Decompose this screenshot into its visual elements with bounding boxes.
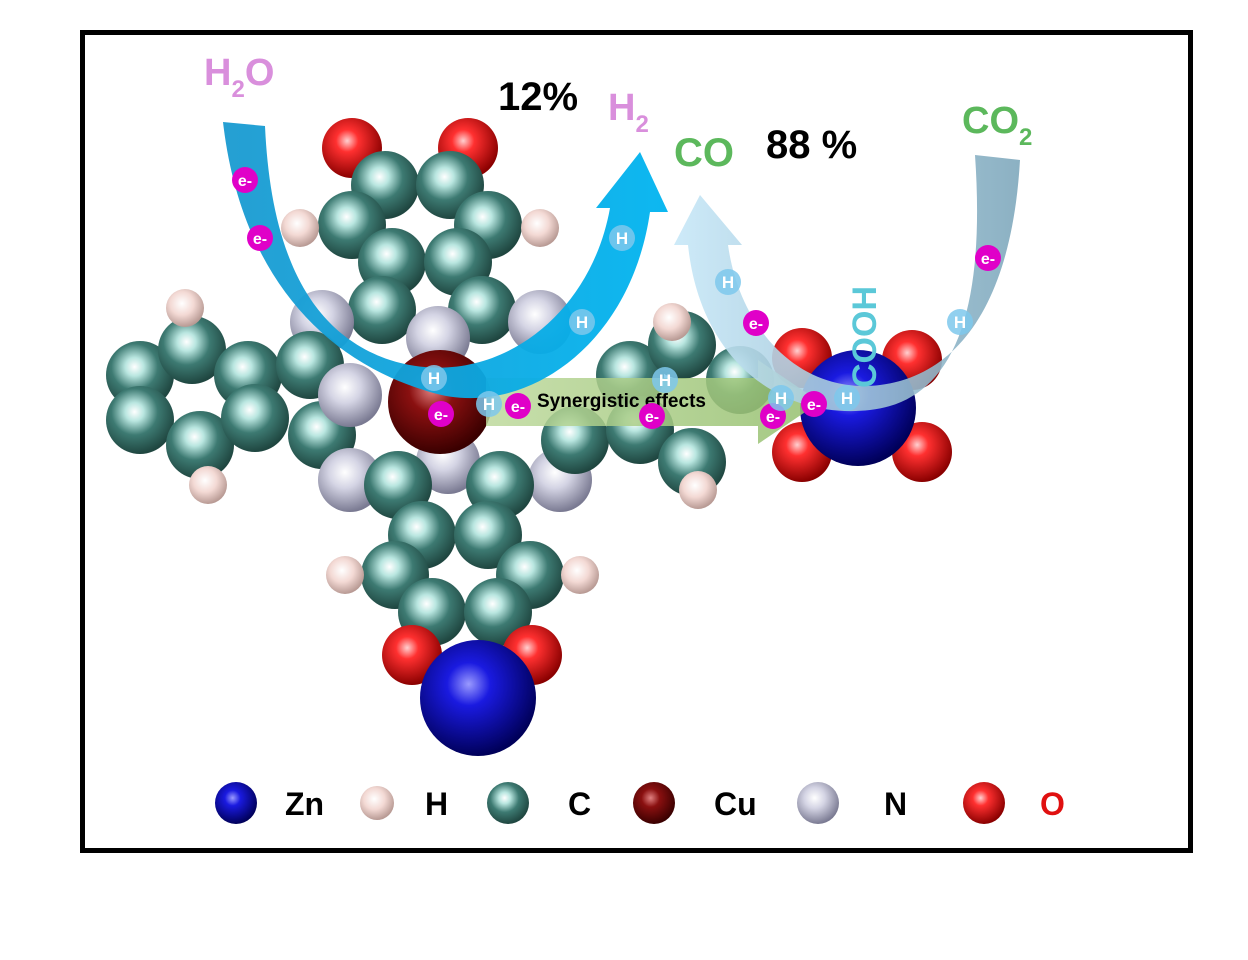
electron-label: e-: [645, 409, 659, 426]
legend-swatch-c: [487, 782, 529, 824]
svg-text:H2O: H2O: [204, 52, 274, 103]
proton-marker: H: [715, 269, 741, 295]
electron-label: e-: [981, 251, 995, 268]
co2-reduction-arrow: [674, 155, 1020, 412]
electron-label: e-: [749, 316, 763, 333]
proton-marker: H: [569, 309, 595, 335]
water-label: H2O: [204, 52, 274, 103]
figure-frame: [80, 30, 1193, 853]
legend-label-c: C: [568, 786, 591, 822]
proton-marker: H: [947, 309, 973, 335]
h2-label: H2: [608, 87, 649, 138]
legend-label-o: O: [1040, 786, 1065, 822]
proton-label: H: [722, 273, 734, 292]
legend-label-n: N: [884, 786, 907, 822]
atom-h: [166, 289, 204, 327]
legend-swatch-n: [797, 782, 839, 824]
atom-h: [679, 471, 717, 509]
electron-label: e-: [253, 231, 267, 248]
h2-evolution-arrow: [223, 122, 668, 399]
proton-label: H: [659, 371, 671, 390]
electron-label: e-: [511, 399, 525, 416]
electron-label: e-: [766, 409, 780, 426]
synergy-arrow: [486, 360, 820, 444]
legend-swatch-o: [963, 782, 1005, 824]
atom-h: [326, 556, 364, 594]
electron-marker: e-: [505, 393, 531, 419]
atom-h: [521, 209, 559, 247]
atom-zn: [420, 640, 536, 756]
proton-marker: H: [609, 225, 635, 251]
svg-text:CO2: CO2: [962, 100, 1032, 151]
electron-marker: e-: [232, 167, 258, 193]
proton-marker: H: [652, 367, 678, 393]
electron-label: e-: [807, 397, 821, 414]
atom-c: [464, 578, 532, 646]
legend-label-zn: Zn: [285, 786, 324, 822]
atom-h: [281, 209, 319, 247]
proton-label: H: [483, 395, 495, 414]
proton-label: H: [616, 229, 628, 248]
electron-marker: e-: [743, 310, 769, 336]
molecule-structure: [106, 118, 952, 756]
svg-text:H2: H2: [608, 87, 649, 138]
atom-c: [221, 384, 289, 452]
atom-h: [189, 466, 227, 504]
proton-label: H: [841, 389, 853, 408]
atom-c: [158, 316, 226, 384]
h2-selectivity: 12%: [498, 75, 578, 119]
proton-marker: H: [421, 365, 447, 391]
element-legend: Zn H C Cu N O: [215, 782, 1065, 824]
proton-label: H: [428, 369, 440, 388]
legend-label-h: H: [425, 786, 448, 822]
proton-marker: H: [768, 385, 794, 411]
atom-c: [166, 411, 234, 479]
electron-marker: e-: [639, 403, 665, 429]
electron-label: e-: [238, 173, 252, 190]
synergy-label: Synergistic effects: [537, 391, 706, 412]
proton-label: H: [576, 313, 588, 332]
cooh-label: COOH: [846, 286, 884, 388]
electron-label: e-: [434, 407, 448, 424]
legend-swatch-cu: [633, 782, 675, 824]
atom-h: [561, 556, 599, 594]
co-selectivity: 88 %: [766, 123, 857, 167]
atom-n: [318, 363, 382, 427]
atom-o: [382, 625, 442, 685]
atom-h: [653, 303, 691, 341]
electron-marker: e-: [428, 401, 454, 427]
atom-c: [106, 386, 174, 454]
proton-label: H: [775, 389, 787, 408]
atom-c: [348, 276, 416, 344]
proton-label: H: [954, 313, 966, 332]
legend-swatch-zn: [215, 782, 257, 824]
co-label: CO: [674, 131, 734, 175]
co2-label: CO2: [962, 100, 1032, 151]
electron-marker: e-: [801, 391, 827, 417]
proton-marker: H: [834, 385, 860, 411]
electron-marker: e-: [975, 245, 1001, 271]
proton-marker: H: [476, 391, 502, 417]
electron-marker: e-: [247, 225, 273, 251]
legend-swatch-h: [360, 786, 394, 820]
legend-label-cu: Cu: [714, 786, 757, 822]
